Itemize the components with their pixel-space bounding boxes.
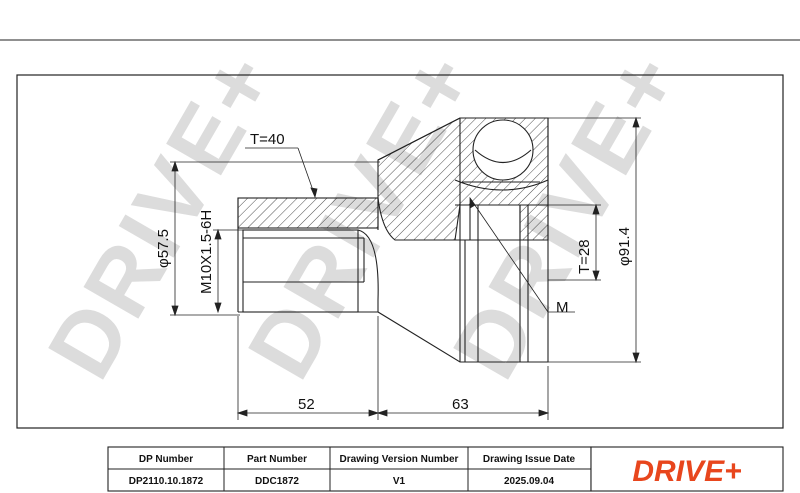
dim-inner-depth: T=28 bbox=[576, 239, 593, 274]
value-dp-number: DP2110.10.1872 bbox=[129, 476, 204, 487]
dim-thread-length: T=40 bbox=[250, 131, 285, 148]
header-dp-number: DP Number bbox=[139, 454, 193, 465]
dim-shaft-diameter: φ57.5 bbox=[155, 229, 172, 268]
dim-thread-spec: M10X1.5-6H bbox=[198, 210, 215, 294]
value-issue-date: 2025.09.04 bbox=[504, 476, 554, 487]
header-version: Drawing Version Number bbox=[340, 454, 459, 465]
dimension-lines bbox=[170, 116, 641, 420]
dim-length-left: 52 bbox=[298, 396, 315, 413]
dim-length-right: 63 bbox=[452, 396, 469, 413]
dim-outer-diameter: φ91.4 bbox=[616, 227, 633, 266]
dim-thread-marker: M bbox=[556, 299, 569, 316]
title-block: DP Number Part Number Drawing Version Nu… bbox=[107, 446, 784, 492]
value-version: V1 bbox=[393, 476, 406, 487]
shaft-hatch-section bbox=[237, 197, 379, 229]
header-issue-date: Drawing Issue Date bbox=[483, 454, 576, 465]
cv-joint-drawing bbox=[237, 117, 549, 363]
drawing-frame bbox=[16, 74, 784, 429]
brand-logo: DRIVE+ bbox=[632, 455, 741, 488]
header-part-number: Part Number bbox=[247, 454, 307, 465]
value-part-number: DDC1872 bbox=[255, 476, 299, 487]
